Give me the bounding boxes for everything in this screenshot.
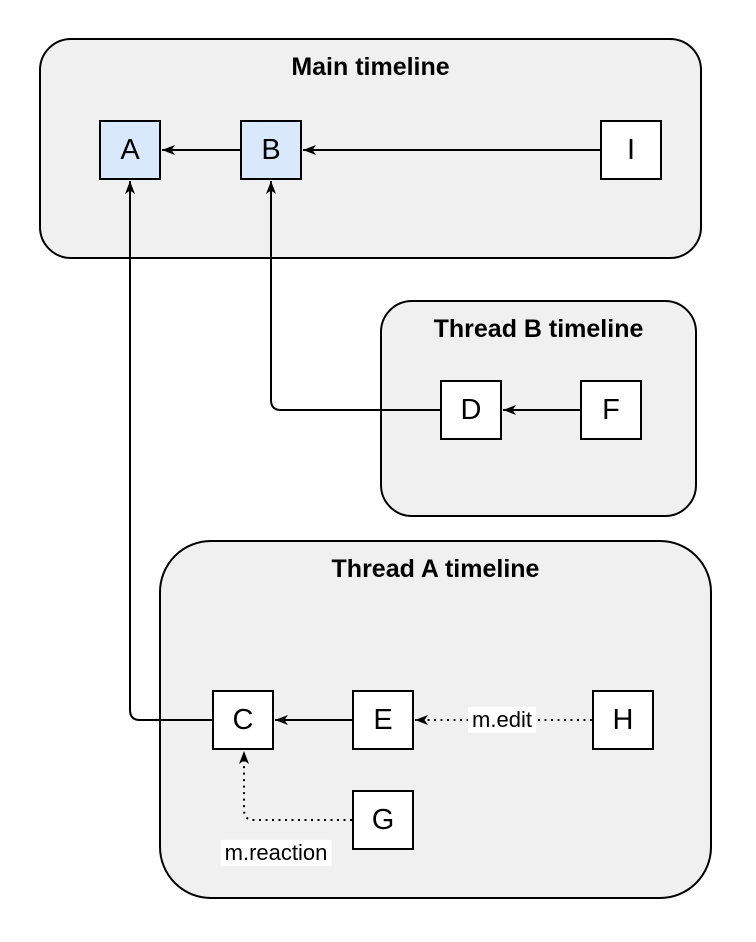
main-timeline-title: Main timeline [291,53,450,81]
event-node-i-label: I [626,133,636,166]
event-node-g: G [352,790,414,850]
event-node-d: D [440,380,502,440]
event-node-a: A [99,120,161,180]
event-node-b: B [240,120,302,180]
event-node-f: F [580,380,642,440]
event-node-a-label: A [120,133,140,166]
event-node-d-label: D [460,393,482,426]
edge-label-m-reaction: m.reaction [220,839,332,867]
event-node-e: E [352,690,414,750]
event-node-b-label: B [261,133,281,166]
edge-label-m-edit: m.edit [468,706,536,734]
event-node-i: I [600,120,662,180]
thread-b-timeline-container: Thread B timeline [380,300,697,517]
event-node-g-label: G [371,803,395,836]
event-node-e-label: E [373,703,393,736]
event-node-c-label: C [232,703,254,736]
thread-a-timeline-title: Thread A timeline [331,555,540,583]
thread-b-timeline-title: Thread B timeline [433,315,644,343]
event-node-h-label: H [612,703,634,736]
event-node-h: H [592,690,654,750]
event-node-f-label: F [602,393,620,426]
event-node-c: C [212,690,274,750]
